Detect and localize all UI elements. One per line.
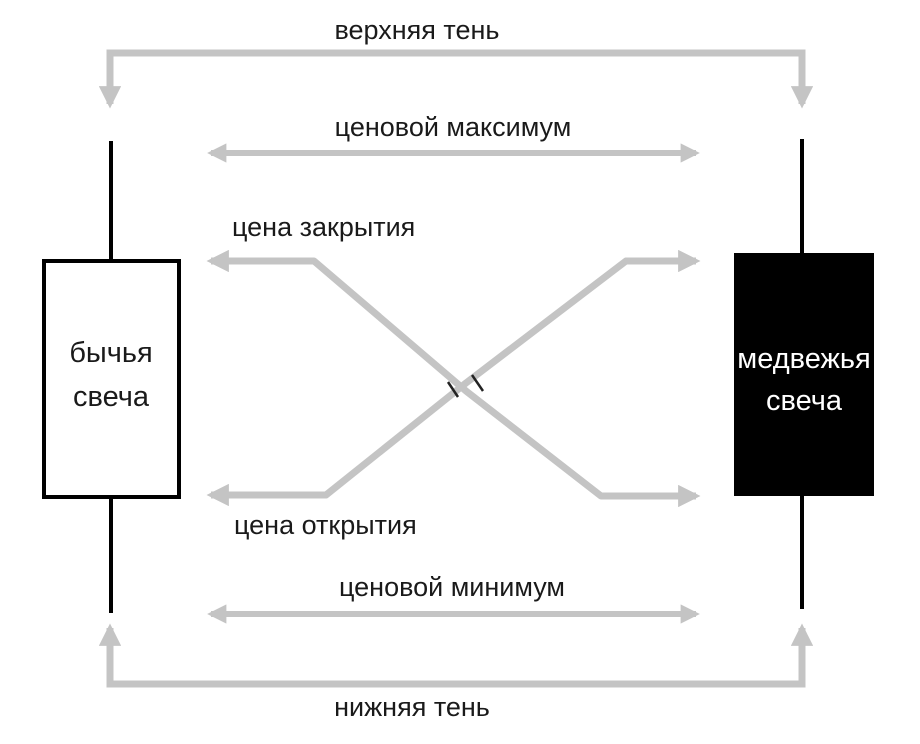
crossing-break-mark — [446, 374, 485, 398]
close-price-label: цена закрытия — [232, 212, 415, 242]
close-price-arrow — [206, 249, 701, 508]
bull-candle-label-line1: бычья — [69, 337, 152, 369]
bear-candle: медвежья свеча — [734, 139, 874, 609]
open-price-label: цена открытия — [234, 510, 417, 540]
lower-shadow-label: нижняя тень — [334, 692, 490, 722]
price-low-label: ценовой минимум — [339, 572, 565, 602]
bear-candle-label-line1: медвежья — [737, 343, 870, 375]
bull-candle: бычья свеча — [42, 141, 181, 613]
lower-shadow-connector — [98, 623, 814, 688]
bull-candle-label-line2: свеча — [73, 381, 150, 413]
upper-shadow-label: верхняя тень — [335, 15, 500, 45]
open-price-arrow — [206, 249, 701, 507]
upper-shadow-connector — [98, 49, 814, 109]
bear-candle-label-line2: свеча — [766, 385, 843, 417]
bull-candle-body — [42, 259, 181, 499]
bear-candle-body — [734, 253, 874, 496]
price-high-label: ценовой максимум — [335, 112, 572, 142]
